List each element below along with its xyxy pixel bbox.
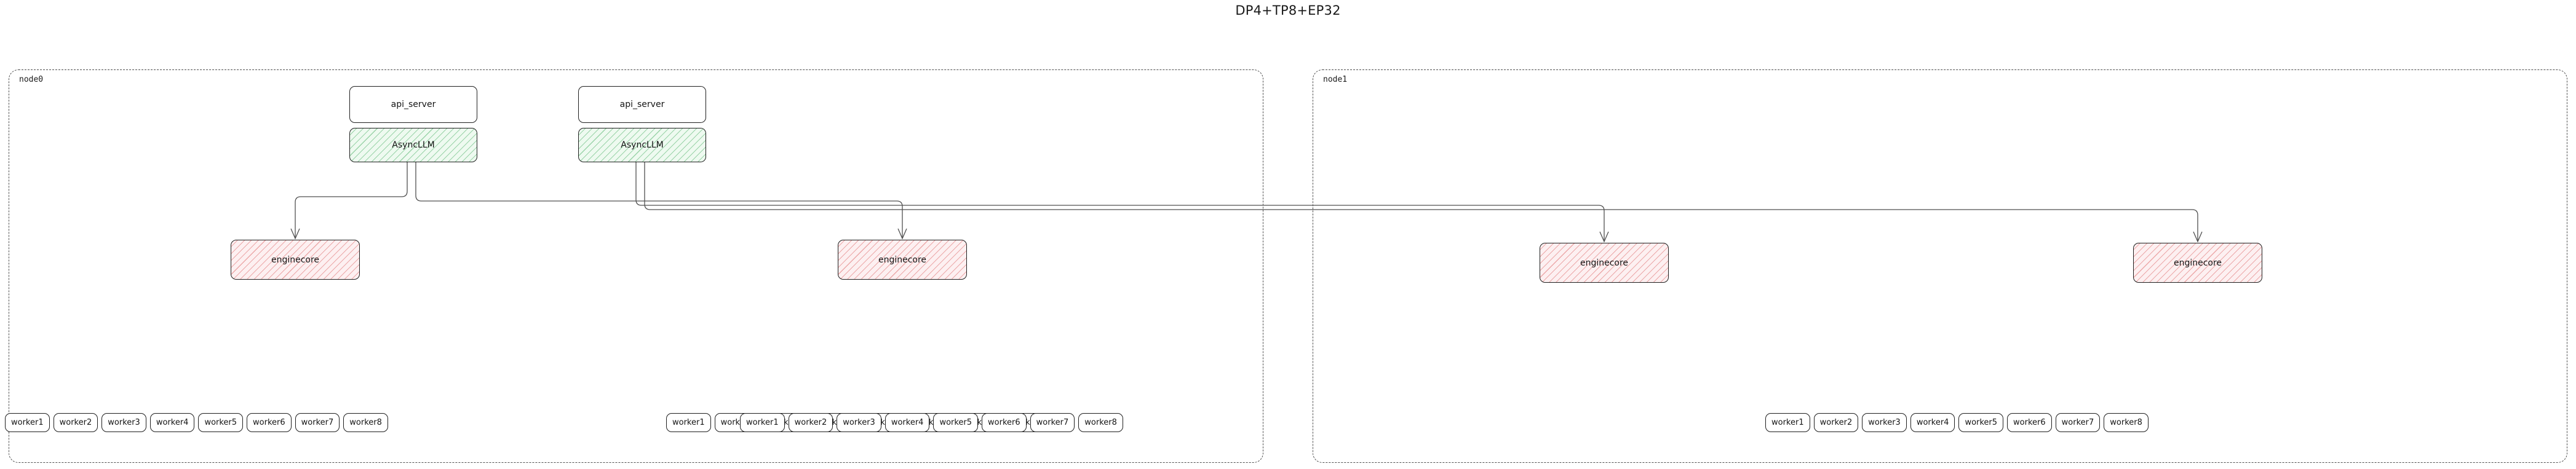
worker-chip[interactable]: worker5 [1958,413,2004,432]
worker-chip[interactable]: worker2 [53,413,98,432]
box-enginecore_1[interactable]: enginecore [838,240,967,280]
worker-chip[interactable]: worker6 [2007,413,2052,432]
node-cluster-node0: node0 [9,69,1263,463]
node-cluster-node1: node1 [1313,69,2567,463]
box-api_server_1[interactable]: api_server [578,86,706,123]
box-label: AsyncLLM [621,140,664,150]
worker-chip[interactable]: worker1 [5,413,50,432]
box-label: enginecore [2173,258,2222,268]
worker-chip[interactable]: worker3 [1862,413,1907,432]
page-title: DP4+TP8+EP32 [1235,3,1341,18]
worker-chip[interactable]: worker6 [247,413,292,432]
worker-chip[interactable]: worker5 [933,413,979,432]
worker-chip[interactable]: worker7 [1030,413,1075,432]
worker-chip[interactable]: worker3 [101,413,146,432]
worker-chip[interactable]: worker1 [666,413,711,432]
box-asyncllm_0[interactable]: AsyncLLM [349,128,477,162]
worker-chip[interactable]: worker7 [295,413,340,432]
worker-chip[interactable]: worker4 [1910,413,1955,432]
worker-chip[interactable]: worker8 [343,413,388,432]
box-enginecore_3[interactable]: enginecore [2133,243,2262,283]
worker-chip[interactable]: worker1 [740,413,785,432]
box-label: enginecore [878,254,927,265]
worker-chip[interactable]: worker4 [885,413,930,432]
box-label: api_server [391,100,436,109]
box-label: api_server [619,100,665,109]
box-api_server_0[interactable]: api_server [349,86,477,123]
worker-chip[interactable]: worker3 [837,413,881,432]
worker-chip[interactable]: worker2 [1813,413,1859,432]
box-label: AsyncLLM [392,140,435,150]
box-enginecore_0[interactable]: enginecore [231,240,360,280]
worker-chip[interactable]: worker2 [788,413,833,432]
worker-chip[interactable]: worker6 [982,413,1027,432]
box-label: enginecore [1580,258,1629,268]
worker-chip[interactable]: worker8 [2104,413,2149,432]
worker-chip[interactable]: worker8 [1078,413,1123,432]
worker-chip[interactable]: worker7 [2055,413,2101,432]
node-cluster-label: node1 [1323,75,1348,84]
box-label: enginecore [271,254,320,265]
worker-chip[interactable]: worker5 [198,413,244,432]
box-asyncllm_1[interactable]: AsyncLLM [578,128,706,162]
node-cluster-label: node0 [19,75,44,84]
worker-chip[interactable]: worker4 [149,413,195,432]
box-enginecore_2[interactable]: enginecore [1540,243,1669,283]
worker-chip[interactable]: worker1 [1765,413,1810,432]
